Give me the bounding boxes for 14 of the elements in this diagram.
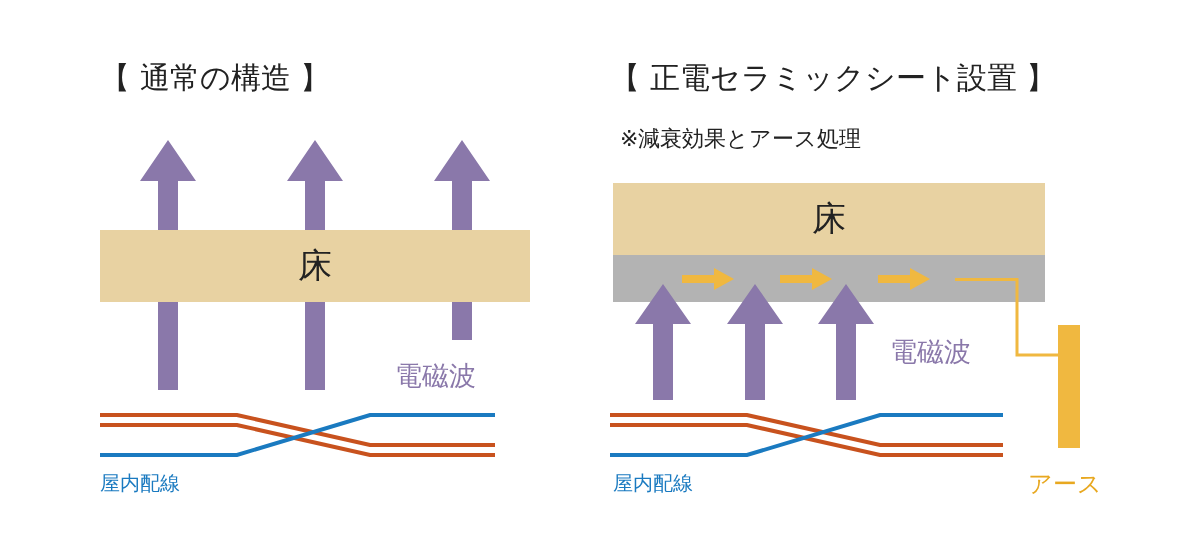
floor-label: 床 [812,197,846,240]
wave-label: 電磁波 [890,335,971,369]
ground-wire [955,278,1058,357]
heading: 【 正電セラミックシート設置 】 [610,59,1057,97]
floor-band [100,230,530,302]
heading: 【 通常の構造 】 [100,59,331,97]
wave-label: 電磁波 [395,359,476,393]
note: ※減衰効果とアース処理 [620,125,862,153]
ground-label: アース [1028,469,1102,500]
wiring-label: 屋内配線 [613,470,693,497]
floor-band [613,183,1045,255]
floor-label: 床 [298,244,332,287]
ground-rod [1058,325,1080,448]
wiring-label: 屋内配線 [100,470,180,497]
